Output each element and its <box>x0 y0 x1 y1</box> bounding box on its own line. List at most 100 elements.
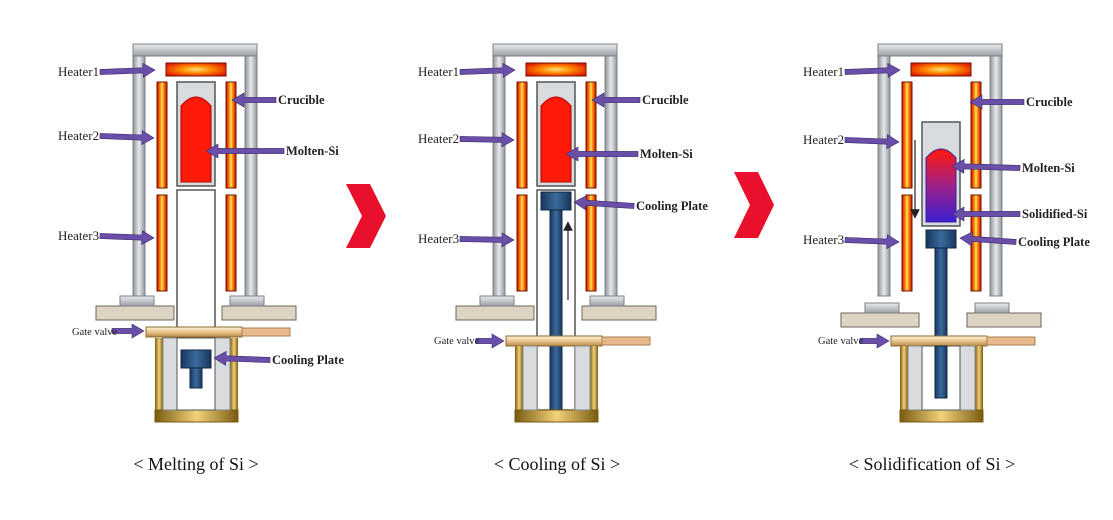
lower-chamber-inner-right <box>574 345 591 411</box>
label-gate-valve: Gate valve <box>434 336 480 347</box>
base-plate-right <box>221 305 297 321</box>
arrow-crucible <box>231 92 277 108</box>
label-solidified-si: Solidified-Si <box>1022 207 1088 221</box>
cooling-plate <box>180 349 212 369</box>
label-molten-si: Molten-Si <box>1022 161 1075 175</box>
label-cooling-plate: Cooling Plate <box>272 353 344 367</box>
heater2-left-element <box>901 81 913 189</box>
arrow-gate-valve <box>475 333 505 349</box>
arrow-gate-valve <box>111 323 145 339</box>
frame-left-column <box>132 55 146 297</box>
frame-top-plate <box>132 43 258 57</box>
lower-chamber-floor <box>899 409 984 423</box>
base-collar-left <box>119 295 155 307</box>
lower-chamber-right-wall <box>975 346 983 412</box>
molten-si <box>540 96 572 183</box>
frame-top-plate <box>877 43 1003 57</box>
label-crucible: Crucible <box>1026 95 1073 109</box>
arrow-heater2 <box>459 132 515 148</box>
heater2-left-element <box>156 81 168 189</box>
gate-valve-rod <box>601 336 651 346</box>
arrow-molten-si <box>205 143 285 159</box>
cooling-plate <box>540 191 572 211</box>
heater1-element <box>525 62 587 77</box>
arrow-heater1 <box>459 62 516 78</box>
arrow-crucible <box>591 92 641 108</box>
caption-melting: < Melting of Si > <box>133 454 258 474</box>
lower-chamber-floor <box>154 409 239 423</box>
gate-valve-rod <box>986 336 1036 346</box>
arrow-solidified-si <box>951 206 1021 222</box>
caption-cooling: < Cooling of Si > <box>494 454 620 474</box>
arrow-heater2 <box>99 130 155 146</box>
label-heater2: Heater2 <box>803 132 844 147</box>
cooling-plate-stem-lower <box>934 345 948 399</box>
gate-valve-body <box>145 326 243 338</box>
arrow-heater3 <box>844 234 900 250</box>
chevron-right-icon <box>734 172 774 238</box>
heater1-element <box>165 62 227 77</box>
arrow-gate-valve <box>859 333 890 349</box>
lower-chamber-right-wall <box>230 338 238 416</box>
heater3-right-element <box>585 194 597 292</box>
label-molten-si: Molten-Si <box>640 147 693 161</box>
frame-top-plate <box>492 43 618 57</box>
lower-chamber-left-wall <box>515 346 523 412</box>
label-heater3: Heater3 <box>58 228 99 243</box>
heater2-left-element <box>516 81 528 189</box>
base-collar-left <box>864 302 900 314</box>
gate-valve-body <box>890 335 988 347</box>
heater3-left-element <box>901 194 913 292</box>
molten-si <box>180 96 212 183</box>
label-heater1: Heater1 <box>803 64 844 79</box>
cooling-plate <box>925 229 957 249</box>
arrow-heater3 <box>99 230 155 246</box>
heater2-right-element <box>970 81 982 189</box>
panel-cooling <box>455 43 657 423</box>
cooling-plate-stem <box>549 209 563 411</box>
arrow-crucible <box>969 94 1025 110</box>
base-collar-right <box>589 295 625 307</box>
callout-arrows <box>99 62 1025 366</box>
base-plate-left <box>95 305 175 321</box>
molten-solidified-si <box>925 148 957 223</box>
arrow-cooling-plate <box>959 231 1017 247</box>
cooling-plate-stem <box>189 367 203 389</box>
lower-chamber-floor <box>514 409 599 423</box>
label-molten-si: Molten-Si <box>286 144 339 158</box>
heater3-left-element <box>516 194 528 292</box>
frame-left-column <box>877 55 891 297</box>
label-gate-valve: Gate valve <box>818 336 864 347</box>
base-collar-right <box>229 295 265 307</box>
base-plate-right <box>581 305 657 321</box>
heater2-right-element <box>585 81 597 189</box>
label-crucible: Crucible <box>642 93 689 107</box>
arrow-molten-si <box>565 146 639 162</box>
arrow-cooling-plate <box>573 195 635 211</box>
label-heater1: Heater1 <box>418 64 459 79</box>
gate-valve-rod <box>241 327 291 337</box>
frame-left-column <box>492 55 506 297</box>
base-plate-right <box>966 312 1042 328</box>
lower-chamber-inner <box>522 345 538 411</box>
lower-chamber-left-wall <box>900 346 908 412</box>
heater1-element <box>910 62 972 77</box>
lower-chamber-right-wall <box>590 346 598 412</box>
arrow-heater3 <box>459 232 515 248</box>
lower-chamber-left-wall <box>155 338 163 416</box>
chevron-right-icon <box>346 184 386 248</box>
base-collar-right <box>974 302 1010 314</box>
label-cooling-plate: Cooling Plate <box>636 199 708 213</box>
base-plate-left <box>455 305 535 321</box>
label-crucible: Crucible <box>278 93 325 107</box>
label-gate-valve: Gate valve <box>72 327 118 338</box>
arrow-heater2 <box>844 134 900 150</box>
frame-right-column <box>244 55 258 297</box>
base-collar-left <box>479 295 515 307</box>
label-heater2: Heater2 <box>418 131 459 146</box>
heater3-right-element <box>225 194 237 292</box>
heater2-right-element <box>225 81 237 189</box>
frame-right-column <box>989 55 1003 297</box>
arrow-heater1 <box>844 62 901 78</box>
